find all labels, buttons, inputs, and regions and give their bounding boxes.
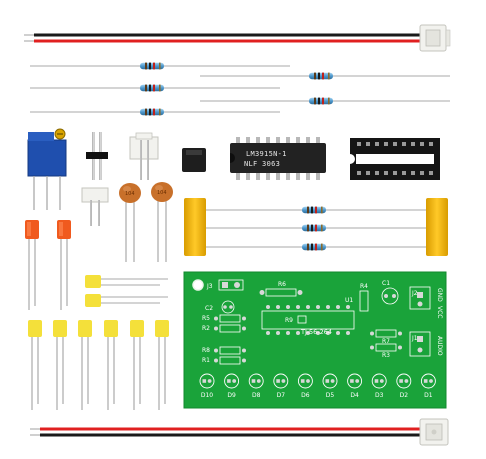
pcb-label-c1: C1 — [382, 280, 390, 287]
chip-marking-line1: LM3915N-1 — [246, 150, 287, 158]
red-led-1 — [25, 220, 39, 310]
top-wire-harness — [24, 24, 451, 52]
ceramic-capacitor-2: 104 — [151, 182, 173, 262]
lm3915-chip: LM3915N-1 NLF 3063 — [230, 137, 326, 180]
pin-header-3pin — [86, 132, 108, 180]
pcb-label-r8: R8 — [202, 347, 210, 354]
pcb-label-vcc: VCC — [436, 306, 443, 318]
pcb-label-gnd: GND — [436, 288, 443, 302]
pcb-label-j2: J2 — [411, 290, 418, 297]
pcb-led-label: D8 — [252, 392, 261, 399]
pcb-label-r3: R3 — [382, 352, 390, 359]
pcb-label-r1: R1 — [202, 357, 210, 364]
yellow-led-vertical-3 — [78, 320, 92, 410]
loose-resistors-top — [30, 62, 450, 116]
ic-socket-18pin — [350, 138, 440, 180]
bottom-wire-connector — [419, 418, 449, 446]
yellow-led-horizontal-1 — [85, 275, 168, 288]
yellow-led-horizontal-2 — [85, 294, 168, 307]
bottom-wire-harness — [30, 418, 449, 446]
pcb-led-label: D7 — [277, 392, 286, 399]
trimmer-potentiometer — [27, 128, 67, 210]
pcb-board-id: TJ-56-264 — [300, 328, 332, 336]
pcb-board: J3 R6 U1 R9 TJ-56-264 R4 C1 — [183, 271, 447, 409]
pcb-led-footprint: D4 — [347, 373, 363, 399]
pcb-label-j1: J1 — [411, 335, 418, 342]
yellow-leds-vertical — [28, 320, 169, 410]
pcb-led-footprint: D5 — [322, 373, 338, 399]
pcb-label-r4: R4 — [360, 283, 368, 290]
white-connector-2pin-angled — [81, 187, 109, 226]
pcb-led-label: D3 — [375, 392, 384, 399]
yellow-led-vertical-6 — [155, 320, 169, 410]
pcb-led-footprint: D3 — [371, 373, 387, 399]
yellow-led-vertical-5 — [130, 320, 144, 410]
pcb-led-footprint: D10 — [199, 373, 215, 399]
yellow-led-vertical-4 — [104, 320, 118, 410]
ceramic-cap-1-marking: 104 — [125, 191, 135, 197]
white-connector-2pin-top — [129, 132, 159, 180]
pcb-led-label: D6 — [301, 392, 310, 399]
mounting-hole — [192, 279, 204, 291]
jumper-cap — [182, 148, 206, 172]
chip-marking-line2: NLF 3063 — [244, 160, 280, 168]
pcb-label-r7: R7 — [382, 338, 390, 345]
pcb-label-r5: R5 — [202, 315, 210, 322]
pcb-led-label: D4 — [350, 392, 359, 399]
red-led-2 — [57, 220, 71, 310]
pcb-led-footprint: D6 — [297, 373, 313, 399]
pcb-label-j3: J3 — [206, 283, 213, 290]
pcb-led-label: D1 — [424, 392, 433, 399]
pcb-led-footprint: D7 — [273, 373, 289, 399]
yellow-led-vertical-1 — [28, 320, 42, 410]
pcb-label-audio: AUDIO — [436, 336, 443, 356]
pcb-label-r6: R6 — [278, 281, 286, 288]
pcb-led-footprint: D9 — [224, 373, 240, 399]
pcb-label-c2: C2 — [205, 305, 213, 312]
pcb-led-footprint: D8 — [248, 373, 264, 399]
pcb-label-r9: R9 — [285, 317, 293, 324]
top-wire-connector — [419, 24, 451, 52]
pcb-led-footprints: D10 D9 D8 D7 D6 D5 D4 D3 D2 D1 — [199, 373, 436, 399]
pcb-led-label: D10 — [201, 392, 213, 399]
film-capacitors-with-resistors — [184, 198, 448, 256]
pcb-led-label: D5 — [326, 392, 335, 399]
pcb-label-r2: R2 — [202, 325, 210, 332]
ceramic-capacitor-1: 104 — [119, 183, 141, 262]
ceramic-cap-2-marking: 104 — [157, 190, 167, 196]
pcb-led-footprint: D1 — [420, 373, 436, 399]
yellow-led-vertical-2 — [53, 320, 67, 410]
pcb-led-label: D2 — [400, 392, 409, 399]
pcb-led-footprint: D2 — [396, 373, 412, 399]
pcb-label-u1: U1 — [345, 297, 353, 304]
pcb-led-label: D9 — [227, 392, 236, 399]
